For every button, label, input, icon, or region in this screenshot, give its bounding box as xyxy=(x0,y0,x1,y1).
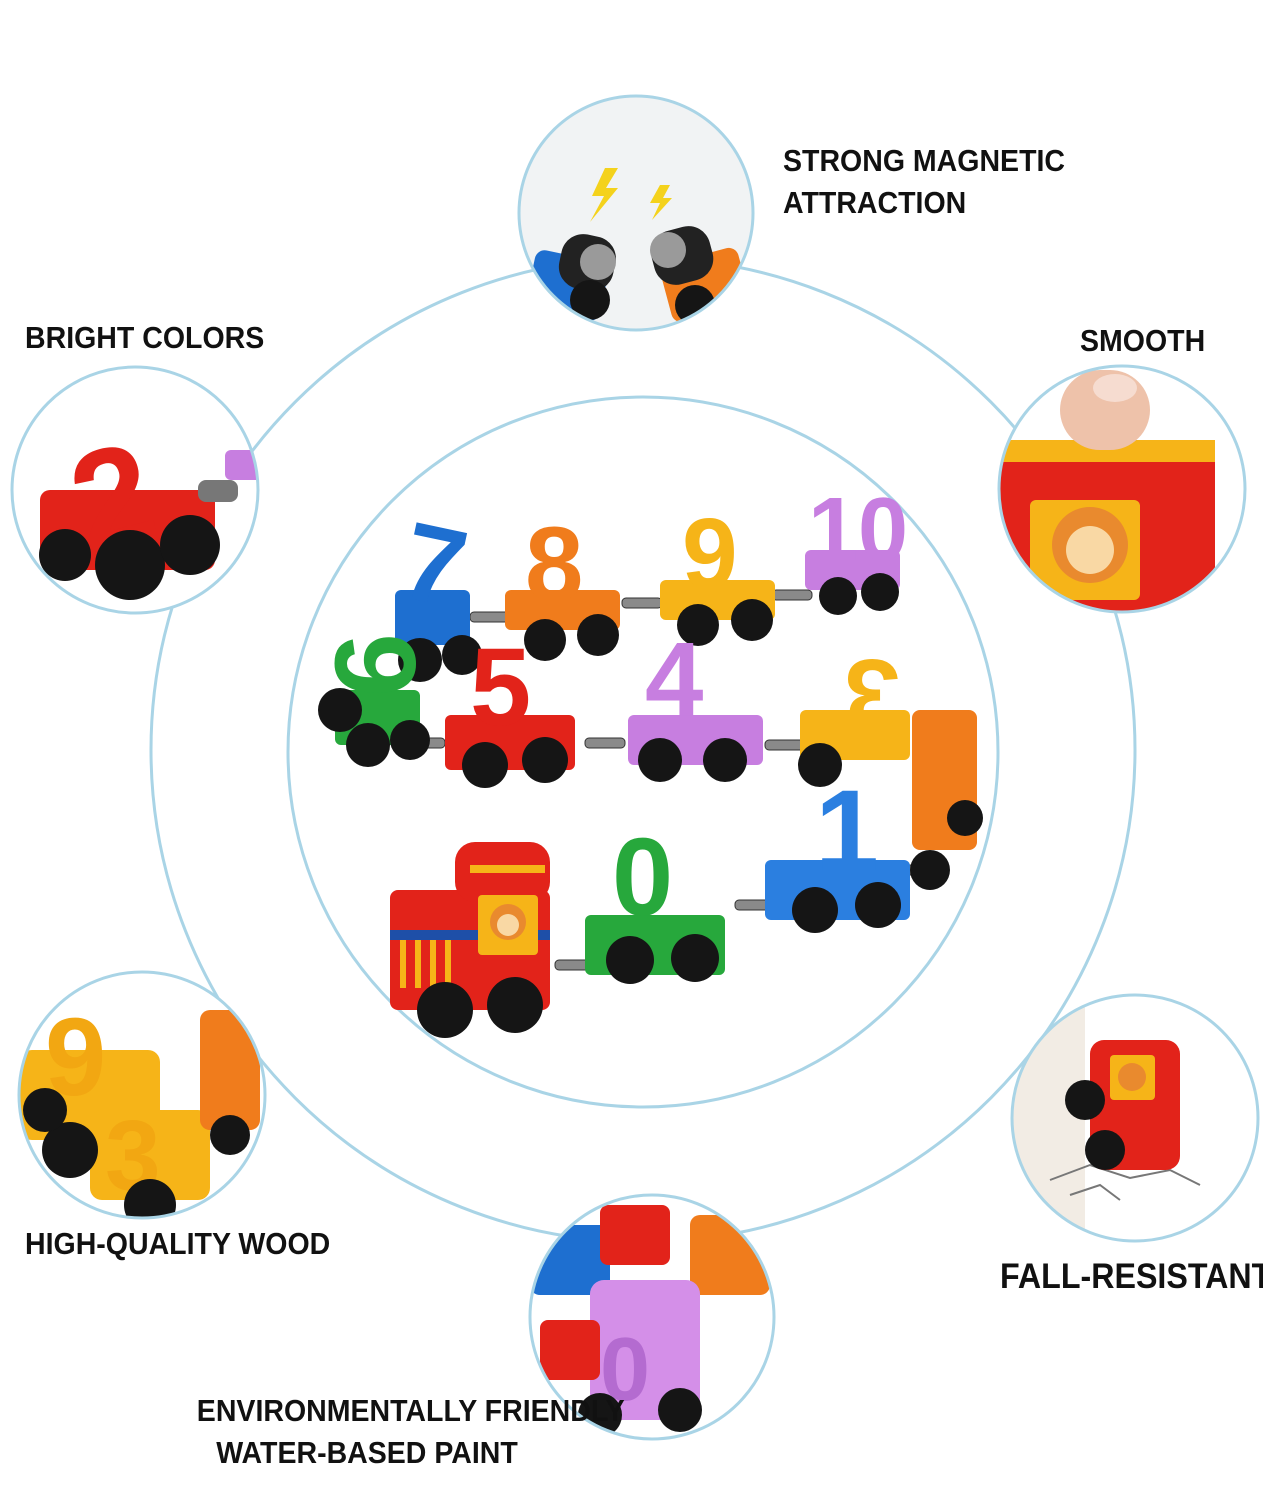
svg-text:1: 1 xyxy=(815,767,879,895)
car-8: 8 xyxy=(505,506,620,661)
svg-text:3: 3 xyxy=(844,638,900,750)
svg-text:5: 5 xyxy=(470,626,531,749)
train-illustration: 7 8 9 10 6 5 4 xyxy=(312,480,983,1038)
car-1: 1 xyxy=(765,767,910,933)
smooth-label: SMOOTH xyxy=(1080,323,1206,358)
car-3: 3 xyxy=(798,638,910,787)
svg-text:9: 9 xyxy=(682,498,738,610)
lightning-icon xyxy=(590,168,672,222)
fall-resistant-label: FALL-RESISTANT xyxy=(1000,1257,1263,1296)
magnetic-label: STRONG MAGNETIC ATTRACTION xyxy=(783,140,1065,224)
svg-text:6: 6 xyxy=(312,633,440,697)
magnetic-label-line1: STRONG MAGNETIC xyxy=(783,143,1066,178)
engine-car xyxy=(390,842,550,1038)
svg-text:0: 0 xyxy=(612,816,673,939)
magnetic-feature-circle xyxy=(517,94,755,332)
eco-paint-label-line2: WATER-BASED PAINT xyxy=(216,1435,518,1470)
bright-colors-label: BRIGHT COLORS xyxy=(25,320,265,355)
magnetic-label-line2: ATTRACTION xyxy=(783,185,967,220)
svg-text:4: 4 xyxy=(645,621,703,738)
smooth-feature-circle xyxy=(997,364,1247,614)
eco-paint-label-line1: ENVIRONMENTALLY FRIENDLY xyxy=(196,1393,625,1428)
car-4: 4 xyxy=(628,621,763,782)
eco-paint-feature-circle: 0 xyxy=(528,1193,776,1441)
fall-resistant-feature-circle xyxy=(1010,993,1260,1243)
bright-colors-feature-circle: 2 xyxy=(10,365,260,615)
car-9: 9 xyxy=(660,498,775,646)
svg-text:8: 8 xyxy=(525,506,583,623)
car-2 xyxy=(910,710,983,890)
car-10: 10 xyxy=(805,480,908,615)
car-6: 6 xyxy=(312,633,440,767)
eco-paint-label: ENVIRONMENTALLY FRIENDLY WATER-BASED PAI… xyxy=(196,1390,625,1474)
wood-label: HIGH-QUALITY WOOD xyxy=(25,1226,331,1261)
car-0: 0 xyxy=(585,816,725,984)
car-5: 5 xyxy=(445,626,575,788)
svg-text:10: 10 xyxy=(808,480,908,580)
wood-feature-circle: 9 3 xyxy=(17,970,267,1220)
